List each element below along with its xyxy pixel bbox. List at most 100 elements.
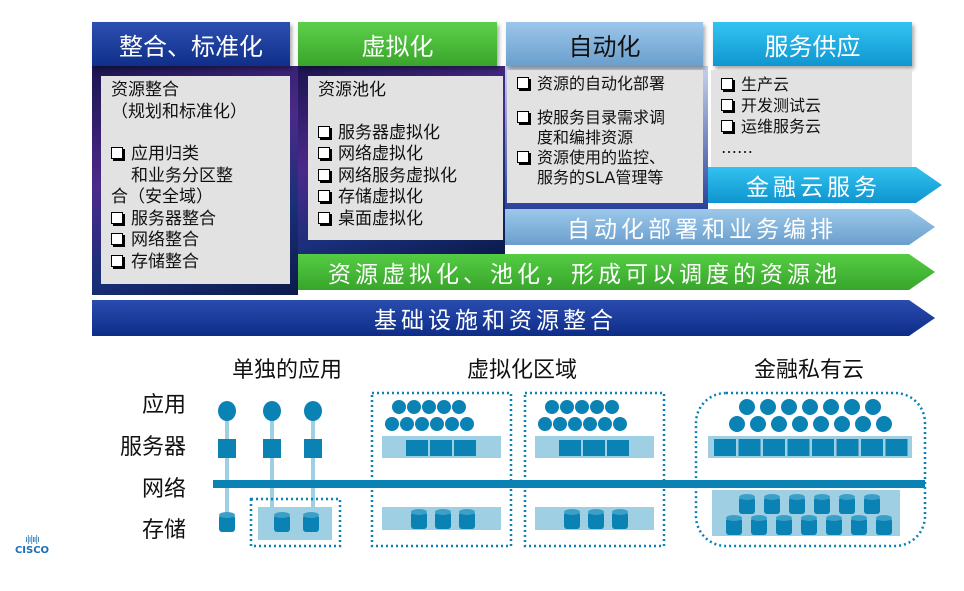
list-item: 存储整合: [131, 251, 199, 272]
vm-icon: [445, 417, 459, 431]
vm-icon: [415, 417, 429, 431]
header-virtualization: 虚拟化: [298, 22, 497, 66]
server-icon: [763, 439, 785, 456]
virtualization-box: 资源池化 服务器虚拟化 网络虚拟化 网络服务虚拟化 存储虚拟化 桌面虚拟化: [308, 76, 503, 240]
vm-icon: [865, 399, 881, 415]
standardization-box: 资源整合 （规划和标准化） 应用归类 和业务分区整 合（安全域） 服务器整合 网…: [101, 76, 290, 284]
automation-box: 资源的自动化部署 按服务目录需求调 度和编排资源 资源使用的监控、 服务的SLA…: [507, 70, 703, 203]
arrow-label: 基础设施和资源整合: [374, 308, 617, 334]
storage-cylinder-icon: [801, 518, 817, 535]
private-cloud-zone: [694, 391, 927, 548]
server-icon: [454, 440, 476, 456]
arrow-label: 自动化部署和业务编排: [567, 217, 837, 243]
vm-icon: [598, 417, 612, 431]
vm-icon: [781, 399, 797, 415]
vm-icon: [560, 400, 574, 414]
storage-cylinder-icon: [826, 518, 842, 535]
vm-icon: [760, 399, 776, 415]
vm-icon: [750, 416, 766, 432]
vm-icon: [771, 416, 787, 432]
cisco-logo: ı|ı|ıı|ı CISCO: [8, 535, 56, 556]
storage-cylinder-icon: [789, 497, 805, 514]
storage-cylinder-icon: [435, 512, 451, 529]
cylinder-top: [839, 494, 855, 500]
cylinder-top: [612, 509, 628, 515]
cylinder-top: [411, 509, 427, 515]
box-subtitle: （规划和标准化）: [111, 101, 247, 122]
list-item: 开发测试云: [741, 96, 822, 115]
server-icon: [559, 440, 581, 456]
storage-cylinder-icon: [726, 518, 742, 535]
cylinder-top: [219, 512, 235, 518]
vm-icon: [430, 417, 444, 431]
header-automation: 自动化: [506, 22, 703, 66]
cylinder-top: [789, 494, 805, 500]
storage-cylinder-icon: [459, 512, 475, 529]
list-item: 按服务目录需求调: [537, 108, 666, 127]
app-icon: [218, 401, 236, 421]
arrow-finance-cloud-service: 金融云服务: [708, 167, 942, 203]
vm-icon: [583, 417, 597, 431]
header-standardization: 整合、标准化: [92, 22, 290, 66]
list-item: 合（安全域）: [111, 187, 213, 207]
shared-storage-zone: [249, 497, 342, 548]
list-item: 服务器虚拟化: [338, 122, 440, 143]
list-item: 资源的自动化部署: [537, 74, 666, 93]
storage-cylinder-icon: [776, 518, 792, 535]
storage-cylinder-icon: [564, 512, 580, 529]
cisco-bars-icon: ı|ı|ıı|ı: [25, 535, 40, 545]
list-item: 应用归类: [131, 144, 199, 164]
section-standalone-apps: 单独的应用: [232, 358, 343, 383]
vm-icon: [605, 400, 619, 414]
app-icon: [263, 401, 281, 421]
cylinder-top: [801, 515, 817, 521]
vm-icon: [844, 399, 860, 415]
storage-cylinder-icon: [851, 518, 867, 535]
list-item: 存储虚拟化: [338, 187, 423, 207]
storage-cylinder-icon: [751, 518, 767, 535]
header-service-supply: 服务供应: [713, 22, 912, 66]
vm-icon: [452, 400, 466, 414]
row-label-application: 应用: [141, 393, 186, 418]
service-supply-box: 生产云 开发测试云 运维服务云 ……: [711, 70, 912, 167]
box-title: 资源整合: [111, 80, 179, 100]
virtualization-zone: [523, 391, 666, 548]
vm-icon: [575, 400, 589, 414]
vm-icon: [553, 417, 567, 431]
server-icon: [263, 439, 281, 458]
storage-bar: [258, 507, 332, 540]
server-icon: [304, 439, 322, 458]
server-icon: [787, 439, 810, 456]
cylinder-top: [776, 515, 792, 521]
row-label-server: 服务器: [119, 435, 186, 460]
section-private-cloud: 金融私有云: [754, 358, 865, 383]
storage-cylinder-icon: [612, 512, 628, 529]
vm-icon: [407, 400, 421, 414]
cylinder-top: [814, 494, 830, 500]
vm-icon: [460, 417, 474, 431]
list-item: 桌面虚拟化: [338, 208, 423, 229]
arrow-label: 金融云服务: [746, 175, 881, 201]
cylinder-top: [864, 494, 880, 500]
storage-cylinder-icon: [739, 497, 755, 514]
vm-icon: [590, 400, 604, 414]
server-icon: [885, 439, 908, 456]
cylinder-top: [564, 509, 580, 515]
vm-icon: [538, 417, 552, 431]
storage-cylinder-icon: [876, 518, 892, 535]
server-icon: [406, 440, 428, 456]
storage-cylinder-icon: [864, 497, 880, 514]
arrow-infrastructure: 基础设施和资源整合: [92, 300, 935, 336]
list-item: 资源使用的监控、: [537, 148, 666, 167]
server-icon: [607, 440, 629, 456]
vm-icon: [422, 400, 436, 414]
network-line: [213, 480, 925, 488]
cylinder-top: [826, 515, 842, 521]
vm-icon: [802, 399, 818, 415]
list-item: 网络整合: [131, 230, 199, 250]
vm-icon: [400, 417, 414, 431]
vm-icon: [729, 416, 745, 432]
cylinder-top: [726, 515, 742, 521]
server-icon: [836, 439, 859, 456]
